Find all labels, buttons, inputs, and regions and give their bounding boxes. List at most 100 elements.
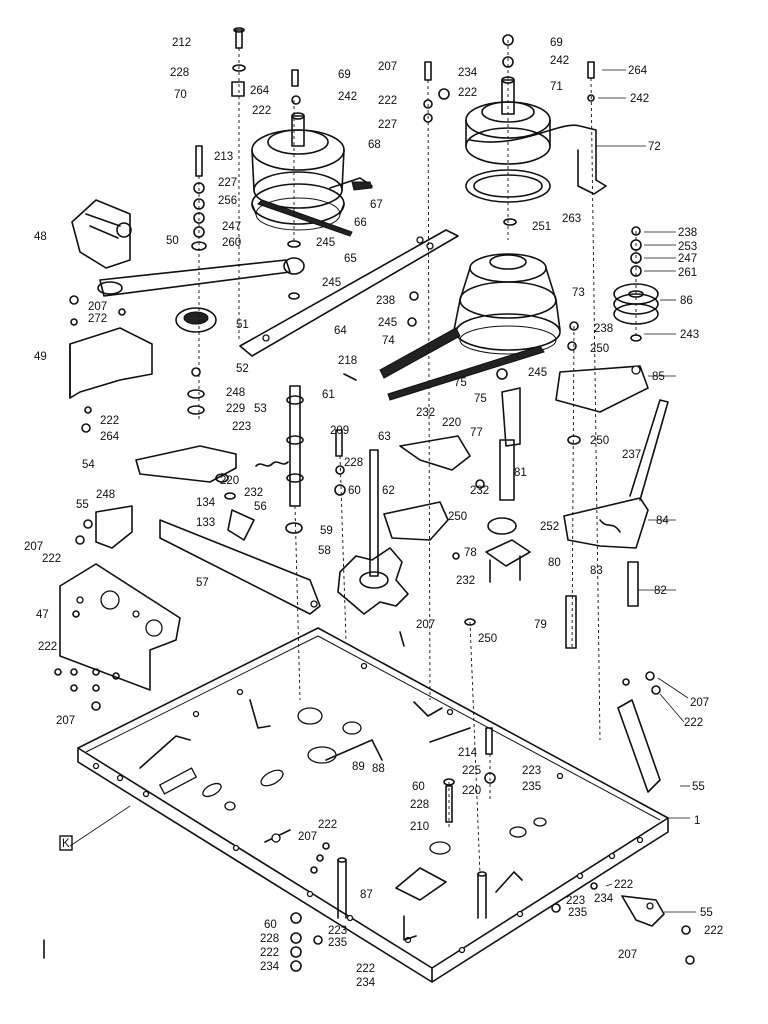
part-label: 83 [590,565,603,577]
part-label: 250 [590,435,609,447]
part-label: 242 [630,93,649,105]
part-label: 222 [458,87,477,99]
part-label: 222 [318,819,337,831]
part-label: 86 [680,295,693,307]
part-label: 223 [328,925,347,937]
part-label: 264 [628,65,648,77]
part-label: 1 [694,815,700,827]
part-label: 73 [572,287,585,299]
part-label: 229 [226,403,245,415]
part-label: 59 [320,525,333,537]
part-label: 222 [252,105,271,117]
part-label: 242 [550,55,569,67]
part-label: 264 [250,85,270,97]
part-label: 75 [474,393,487,405]
part-label: 223 [522,765,541,777]
part-label: 222 [684,717,703,729]
middle-mechanisms [337,365,669,649]
part-label: 85 [652,371,665,383]
part-label: 222 [100,415,119,427]
part-label: 209 [330,425,349,437]
part-label: 227 [218,177,237,189]
part-label: 232 [456,575,475,587]
part-label: 232 [416,407,435,419]
part-label: 247 [222,221,241,233]
part-label: 207 [88,301,107,313]
part-label: 78 [464,547,477,559]
part-label: 256 [218,195,237,207]
part-label: 89 [352,761,365,773]
part-label: 66 [354,217,367,229]
part-label: 250 [478,633,497,645]
part-label: 242 [338,91,357,103]
part-label: 80 [548,557,561,569]
part-label: 222 [260,947,279,959]
part-label: 222 [42,553,61,565]
corner-mark: K [59,835,73,851]
part-label: 238 [594,323,613,335]
part-label: 207 [24,541,43,553]
part-label: 88 [372,763,385,775]
left-flywheel-assembly [251,112,373,237]
right-flywheel-assembly [465,76,607,226]
part-label: 238 [376,295,395,307]
part-label: 234 [594,893,614,905]
part-label: 53 [254,403,267,415]
part-label: 243 [680,329,699,341]
part-label: 234 [458,67,478,79]
part-labels: 212 228 70 264 222 69 242 207 222 227 23… [24,37,723,989]
part-label: 55 [76,499,89,511]
part-label: 207 [618,949,637,961]
part-label: 82 [654,585,667,597]
side-bracket-47 [59,505,181,691]
part-label: 235 [568,907,587,919]
part-label: 222 [356,963,375,975]
part-label: 57 [196,577,209,589]
part-label: 67 [370,199,383,211]
part-label: 52 [236,363,249,375]
part-label: 250 [448,511,467,523]
part-label: 245 [322,277,341,289]
part-label: 248 [226,387,245,399]
corner-mark-text: K [62,838,70,850]
part-label: 228 [260,933,279,945]
part-label: 235 [328,937,347,949]
part-label: 212 [172,37,191,49]
part-label: 207 [298,831,317,843]
lever-57 [135,445,321,615]
part-label: 61 [322,389,335,401]
right-brackets-55 [617,699,665,927]
part-label: 133 [196,517,215,529]
leader-lines [69,69,696,913]
part-label: 223 [566,895,585,907]
part-label: 71 [550,81,563,93]
part-label: 55 [700,907,713,919]
base-plate [77,627,669,983]
part-label: 207 [56,715,75,727]
part-label: 60 [348,485,361,497]
part-label: 251 [532,221,551,233]
lever-48-assembly [69,199,459,399]
part-label: 210 [410,821,429,833]
part-label: 250 [590,343,609,355]
part-label: 253 [678,241,697,253]
part-label: 62 [382,485,395,497]
part-label: 252 [540,521,559,533]
part-label: 69 [338,69,351,81]
part-label: 207 [378,61,397,73]
part-label: 49 [34,351,47,363]
part-label: 81 [514,467,527,479]
part-label: 245 [378,317,397,329]
part-label: 58 [318,545,331,557]
part-label: 234 [356,977,376,989]
part-label: 228 [344,457,363,469]
part-label: 248 [96,489,115,501]
part-label: 134 [196,497,216,509]
part-label: 223 [232,421,251,433]
part-label: 64 [334,325,347,337]
part-label: 260 [222,237,241,249]
part-label: 47 [36,609,49,621]
part-label: 261 [678,267,697,279]
part-label: 222 [378,95,397,107]
